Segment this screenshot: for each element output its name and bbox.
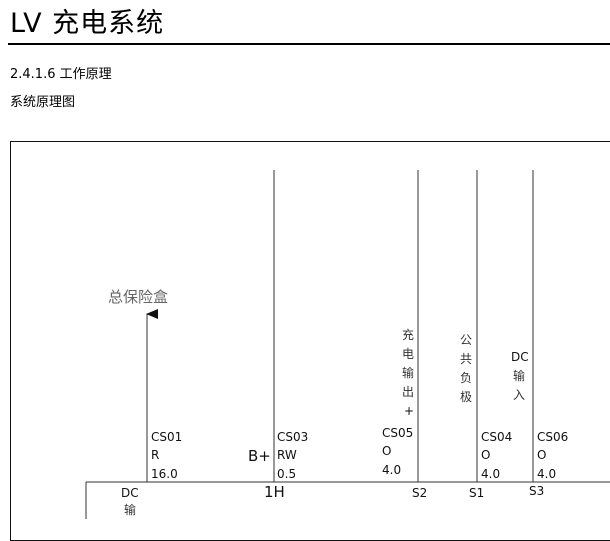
pin-gauge-cs03: 0.5 [277, 467, 296, 481]
pin-code-cs03: CS03 [277, 430, 308, 444]
cs04-vertical-2: 共 [460, 352, 472, 366]
cs05-vertical-3: 输 [402, 365, 414, 380]
connector-label-s2: S2 [412, 486, 427, 500]
pin-code-cs05: CS05 [382, 426, 413, 440]
cs05-vertical-4: 出 [402, 385, 414, 399]
cs05-vertical-5: + [404, 404, 414, 418]
pin-color-cs05: O [382, 444, 391, 458]
page-title: LV 充电系统 [10, 8, 165, 39]
connector-label-dc-sub: 输 [124, 502, 136, 517]
pin-code-cs06: CS06 [537, 430, 568, 444]
pin-color-cs06: O [537, 448, 546, 462]
cs04-vertical-3: 负 [460, 371, 472, 385]
pin-gauge-cs04: 4.0 [481, 467, 500, 481]
pin-color-cs03: RW [277, 448, 297, 462]
cs06-vertical-1: DC [511, 350, 529, 364]
diagram-caption: 系统原理图 [10, 95, 76, 110]
connector-label-dc: DC [121, 486, 139, 500]
pin-code-cs01: CS01 [151, 430, 182, 444]
pin-color-cs01: R [151, 448, 159, 462]
cs05-vertical-2: 电 [402, 347, 414, 361]
b-plus-label: B+ [248, 447, 271, 465]
connector-label-s3: S3 [529, 484, 544, 498]
connector-label-1h: 1H [264, 483, 285, 501]
fuse-box-label: 总保险盒 [108, 288, 168, 306]
cs06-vertical-3: 入 [513, 388, 525, 402]
cs04-vertical-4: 极 [460, 390, 472, 404]
pin-gauge-cs05: 4.0 [382, 463, 401, 477]
wiring-diagram: 总保险盒 CS01 R 16.0 B+ CS03 RW 0.5 充 电 输 出 … [85, 170, 610, 519]
cs04-vertical-1: 公 [460, 333, 472, 347]
cs06-vertical-2: 输 [513, 368, 525, 383]
connector-label-s1: S1 [469, 486, 484, 500]
pin-color-cs04: O [481, 448, 490, 462]
pin-gauge-cs01: 16.0 [151, 467, 178, 481]
section-heading: 2.4.1.6 工作原理 [10, 67, 112, 82]
title-divider [8, 43, 610, 45]
cs05-vertical-1: 充 [402, 327, 414, 342]
pin-gauge-cs06: 4.0 [537, 467, 556, 481]
pin-code-cs04: CS04 [481, 430, 512, 444]
